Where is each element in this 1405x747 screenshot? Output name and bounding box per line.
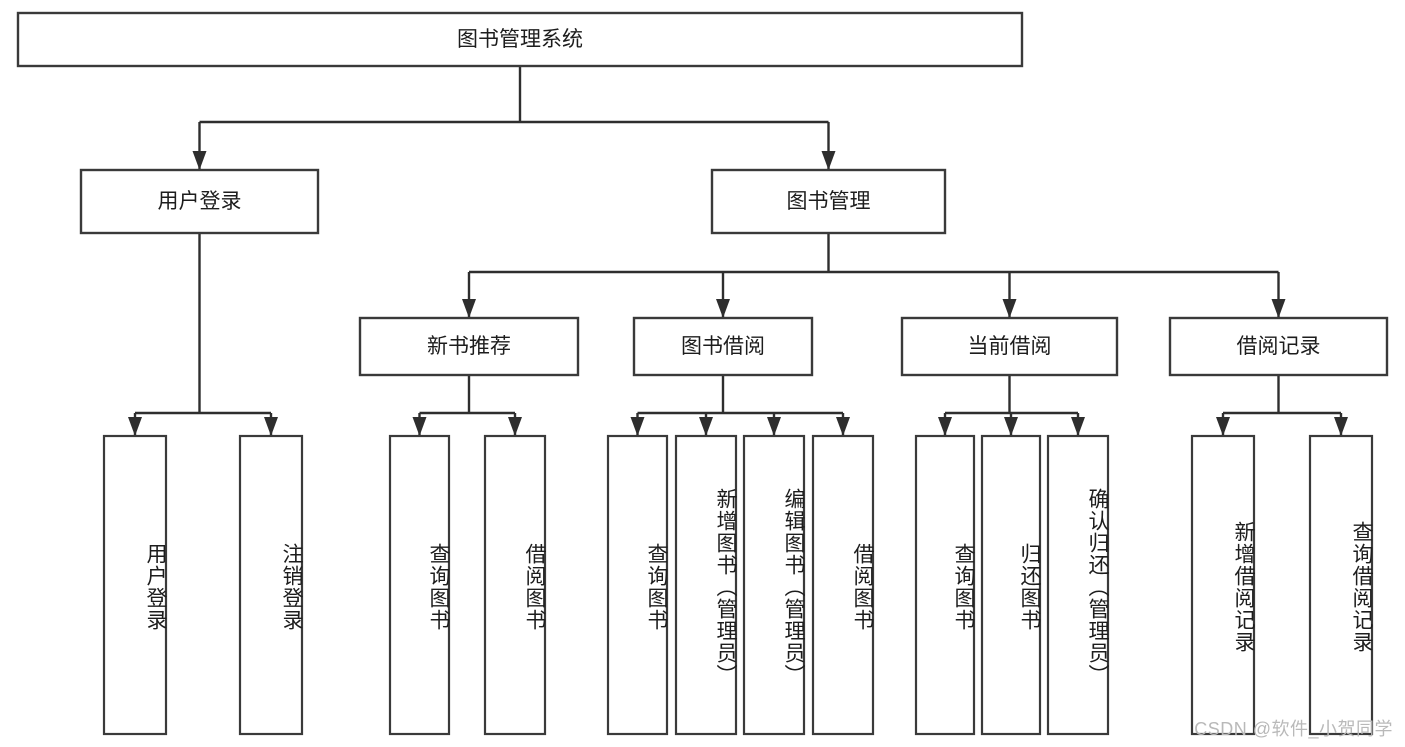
arrow-head-icon-leaf-12	[1334, 417, 1348, 436]
arrow-head-icon-leaf-10	[1071, 417, 1085, 436]
node-leaf-12[interactable]	[1308, 434, 1374, 736]
arrow-head-icon-level1-0	[192, 151, 207, 170]
arrow-head-icon-level2-3	[1271, 299, 1286, 318]
arrow-head-icon-level2-1	[716, 299, 730, 318]
arrow-head-icon-leaf-4	[630, 417, 645, 436]
arrow-head-icon-leaf-6	[767, 417, 781, 436]
node-leaf-2[interactable]	[388, 434, 451, 736]
arrow-head-icon-leaf-0	[128, 417, 142, 436]
node-level1-1[interactable]	[710, 168, 947, 235]
node-level2-0[interactable]	[358, 316, 580, 377]
node-root[interactable]	[16, 11, 1024, 68]
arrow-head-icon-level2-2	[1002, 299, 1017, 318]
node-leaf-11[interactable]	[1190, 434, 1256, 736]
arrow-head-icon-leaf-8	[938, 417, 952, 436]
watermark: CSDN @软件_小贺同学	[1194, 719, 1393, 739]
arrow-head-icon-level2-0	[462, 299, 476, 318]
node-leaf-7[interactable]	[811, 434, 875, 736]
arrow-head-icon-leaf-3	[508, 417, 522, 436]
node-leaf-3[interactable]	[483, 434, 547, 736]
node-leaf-8[interactable]	[914, 434, 976, 736]
node-level2-3[interactable]	[1168, 316, 1389, 377]
node-level2-3-label: 借阅记录	[1237, 335, 1321, 358]
arrow-head-icon-leaf-11	[1216, 417, 1230, 436]
node-leaf-6[interactable]	[742, 434, 806, 736]
arrow-head-icon-leaf-2	[412, 417, 427, 436]
arrow-head-icon-leaf-7	[836, 417, 850, 436]
node-level2-0-label: 新书推荐	[427, 335, 511, 358]
node-level2-1-label: 图书借阅	[681, 335, 765, 358]
node-leaf-10[interactable]	[1046, 434, 1110, 736]
connector-lines	[128, 66, 1348, 436]
node-leaf-4[interactable]	[606, 434, 669, 736]
arrow-head-icon-leaf-1	[264, 417, 278, 436]
node-leaf-0[interactable]	[102, 434, 168, 736]
node-root-label: 图书管理系统	[457, 28, 583, 51]
node-level2-1[interactable]	[632, 316, 814, 377]
arrow-head-icon-leaf-5	[699, 417, 713, 436]
node-level1-1-label: 图书管理	[787, 190, 871, 213]
node-leaf-1[interactable]	[238, 434, 304, 736]
arrow-head-icon-leaf-9	[1004, 417, 1018, 436]
node-level1-0[interactable]	[79, 168, 320, 235]
node-leaf-5[interactable]	[674, 434, 738, 736]
node-leaf-9[interactable]	[980, 434, 1042, 736]
arrow-head-icon-level1-1	[821, 151, 836, 170]
node-level2-2[interactable]	[900, 316, 1119, 377]
node-level1-0-label: 用户登录	[158, 190, 242, 213]
node-level2-2-label: 当前借阅	[968, 335, 1052, 358]
